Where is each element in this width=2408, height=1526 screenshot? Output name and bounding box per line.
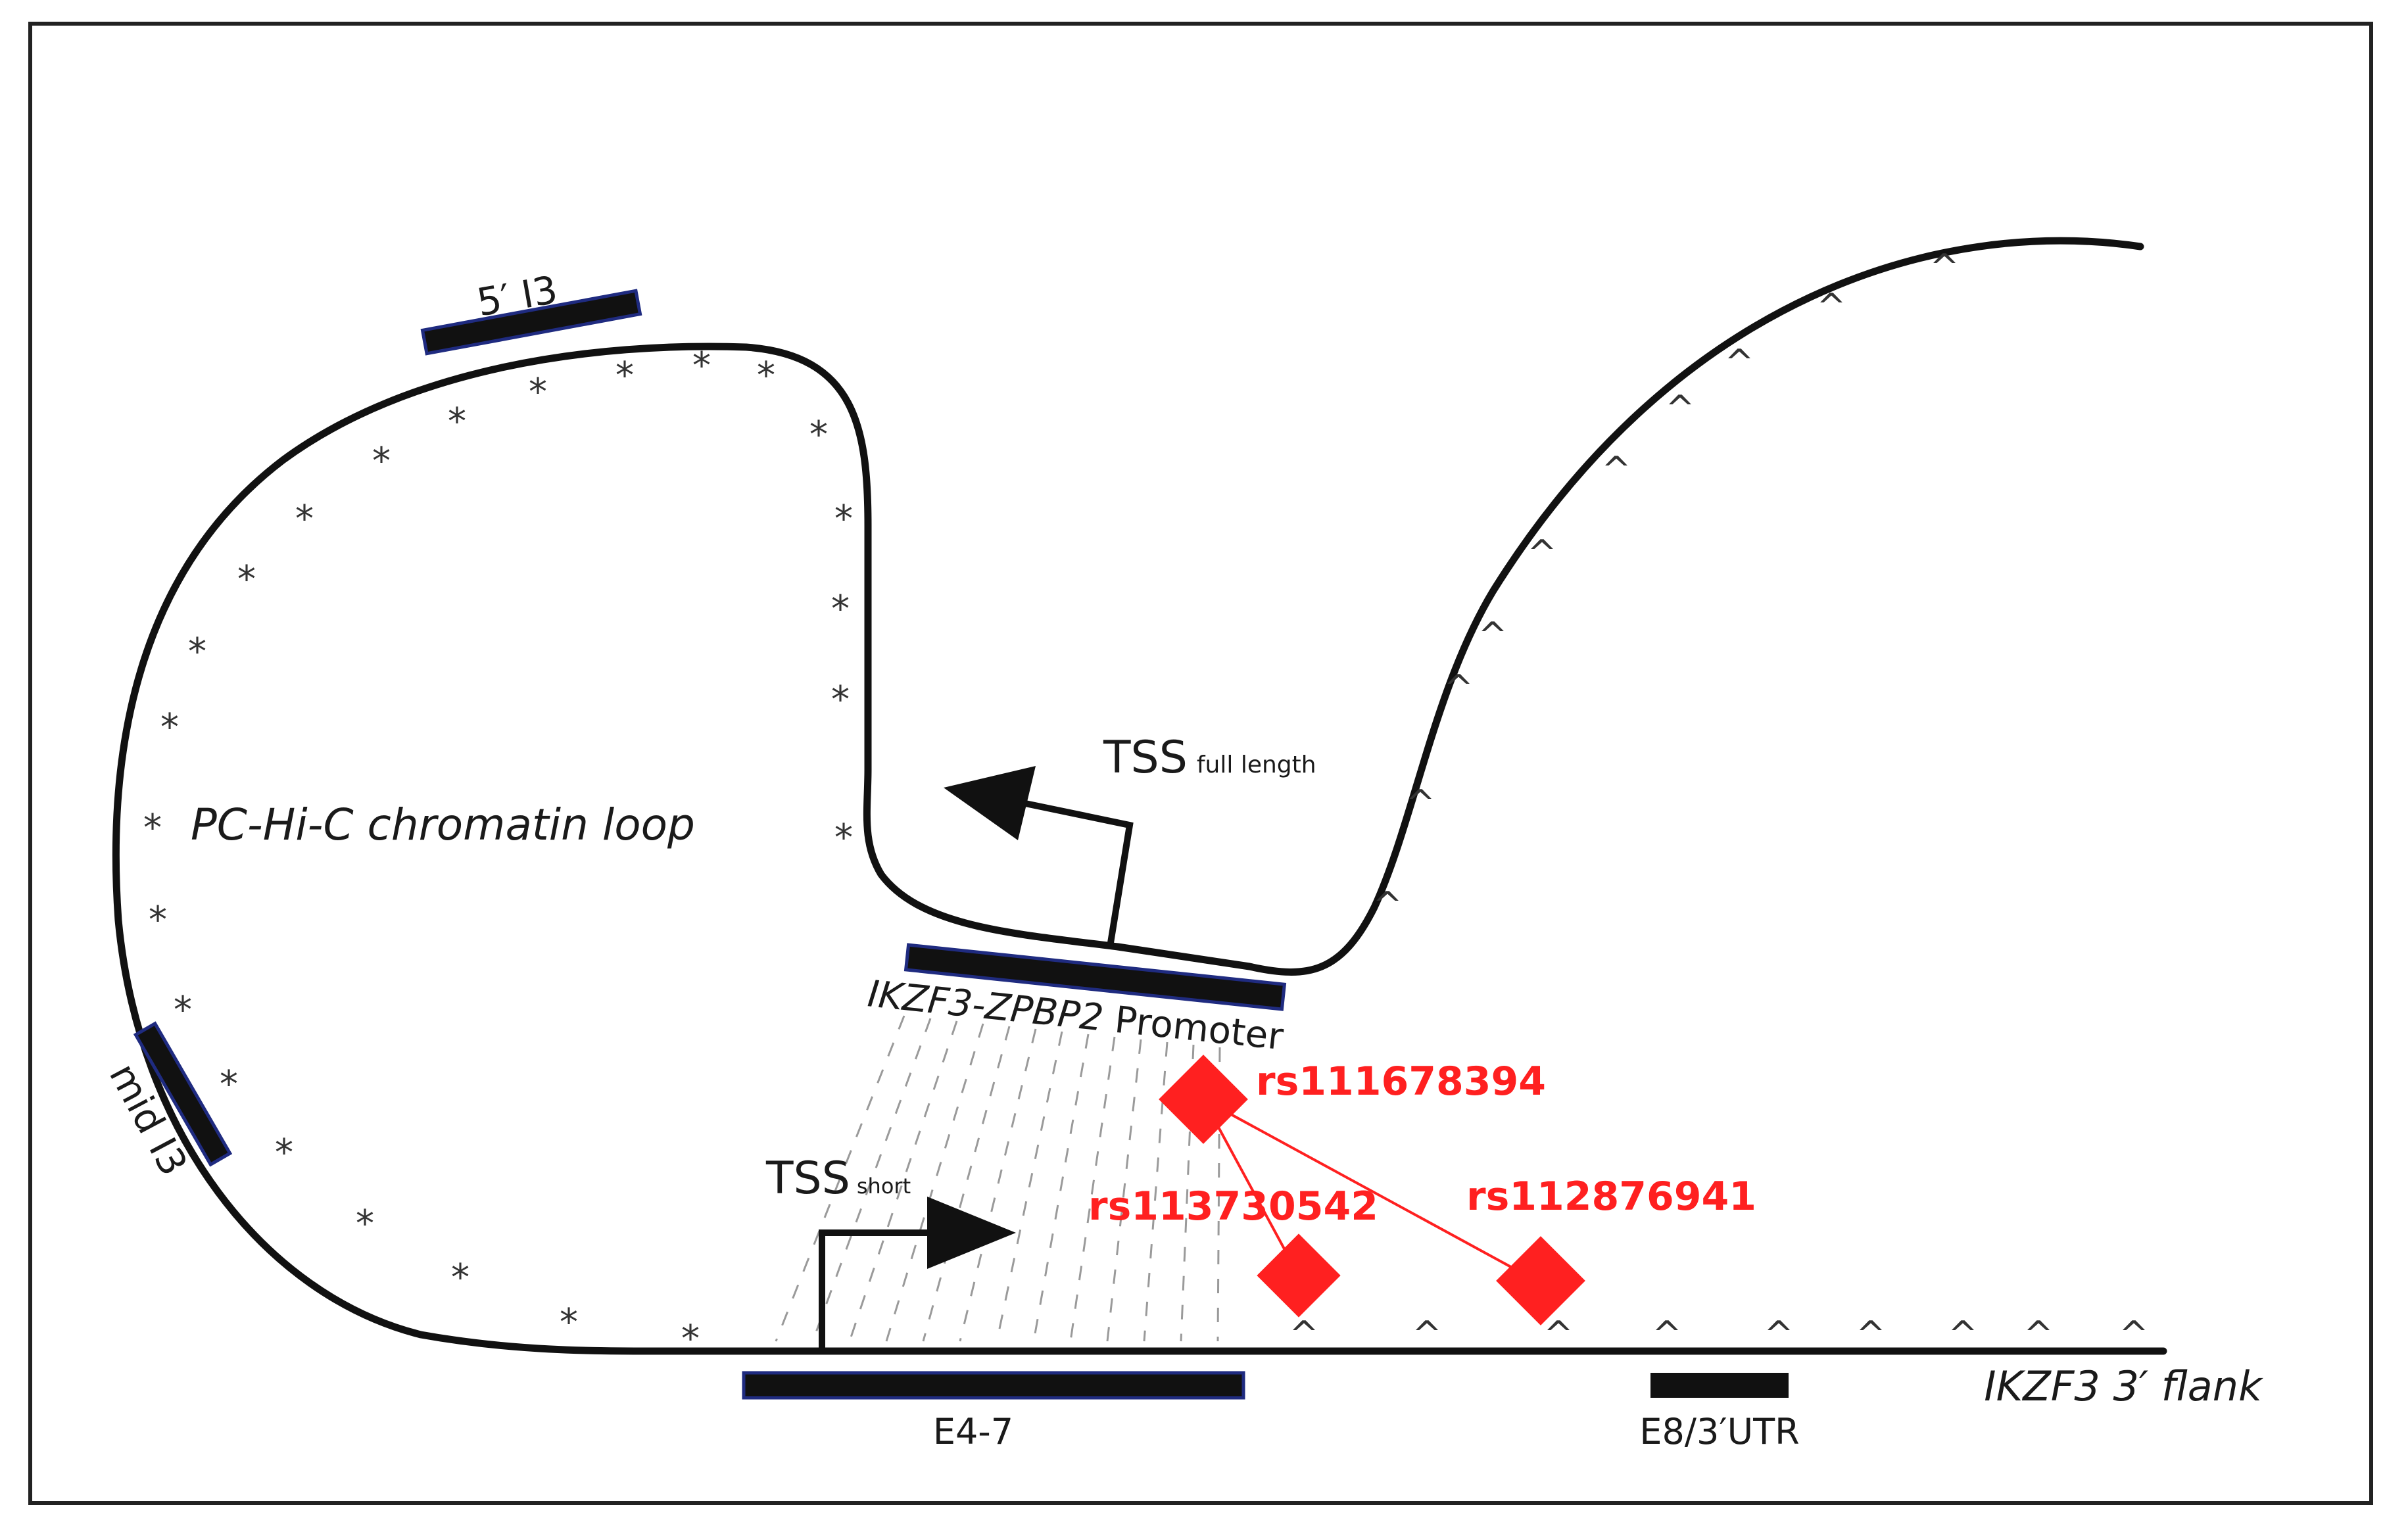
asterisk-marker: * [149,899,167,942]
asterisk-marker: * [834,817,853,859]
label-tss-full: TSS full length [1103,732,1316,784]
hatch-line [959,1028,1037,1342]
label-rs111678394: rs111678394 [1256,1059,1546,1105]
figure-frame [28,22,2373,1505]
caret-marker: ^ [1948,1314,1977,1355]
asterisk-marker: * [831,679,850,721]
hatch-line [775,1015,905,1342]
loop-markers: ************************ [143,345,853,1360]
asterisk-marker: * [220,1063,238,1106]
hatch-line [922,1026,1011,1342]
bar-promoter [903,943,1287,1011]
caret-marker: ^ [1665,388,1695,429]
asterisk-marker: * [174,989,192,1032]
caret-marker: ^ [1856,1314,1885,1355]
snp-marker-rs112876941 [1496,1236,1585,1325]
asterisk-marker: * [143,807,162,849]
caret-marker: ^ [1601,449,1631,490]
asterisk-marker: * [237,558,256,601]
asterisk-marker: * [188,631,206,673]
label-loop: PC-Hi-C chromatin loop [191,799,695,850]
bar-e4-7 [742,1371,1245,1400]
asterisk-marker: * [448,400,466,443]
asterisk-marker: * [834,498,853,540]
hatch-line [1216,1047,1221,1342]
label-tss-short: TSS short [765,1153,911,1204]
asterisk-marker: * [831,588,850,631]
asterisk-marker: * [809,414,828,456]
hatch-line [996,1031,1063,1342]
asterisk-marker: * [681,1318,700,1360]
tss-full-arrow [944,766,1134,947]
tss-short-sub: short [857,1174,911,1199]
asterisk-marker: * [356,1203,374,1245]
label-e8-utr: E8/3′UTR [1639,1411,1799,1452]
asterisk-marker: * [295,498,314,540]
asterisk-marker: * [692,345,711,387]
label-flank: IKZF3 3′ flank [1984,1362,2263,1410]
caret-marker: ^ [1405,782,1435,824]
caret-marker: ^ [1929,247,1959,288]
hatch-line [1106,1039,1142,1342]
label-e4-7: E4-7 [933,1411,1013,1452]
tss-short-text: TSS [765,1153,850,1204]
bar-mid-i3 [133,1021,233,1167]
asterisk-marker: * [372,440,391,483]
snp-links [1202,1098,1539,1283]
caret-marker: ^ [2119,1314,2148,1355]
label-rs113730542: rs113730542 [1088,1183,1378,1229]
asterisk-marker: * [451,1256,470,1299]
caret-marker: ^ [1652,1314,1681,1355]
asterisk-marker: * [160,706,179,749]
bar-e8-utr [1650,1373,1789,1398]
caret-marker: ^ [1543,1314,1573,1355]
caret-marker: ^ [1289,1314,1318,1355]
caret-marker: ^ [1412,1314,1441,1355]
hatch-line [1180,1044,1195,1342]
caret-marker: ^ [1816,286,1846,327]
caret-marker: ^ [1527,533,1556,574]
flank-markers: ^^^^^^^^^^^^^^^^^^^ [1289,247,2148,1355]
interaction-hatching [775,1015,1221,1342]
hatch-line [1143,1041,1168,1342]
hatch-line [1069,1036,1116,1342]
caret-marker: ^ [1478,615,1507,656]
asterisk-marker: * [275,1132,293,1174]
asterisk-marker: * [757,354,775,397]
bar-5prime-i3 [420,289,642,356]
tss-full-text: TSS [1103,732,1188,784]
snp-marker-rs113730542 [1257,1233,1341,1318]
asterisk-marker: * [560,1301,578,1344]
tss-full-sub: full length [1197,751,1316,778]
caret-marker: ^ [2023,1314,2053,1355]
caret-marker: ^ [1443,667,1473,709]
hatch-line [1032,1034,1090,1342]
snp-marker-rs111678394 [1159,1055,1248,1144]
label-rs112876941: rs112876941 [1466,1174,1756,1220]
asterisk-marker: * [529,371,547,414]
asterisk-marker: * [615,354,634,397]
caret-marker: ^ [1372,884,1402,926]
tss-short-arrow [819,1197,1016,1351]
caret-marker: ^ [1764,1314,1793,1355]
caret-marker: ^ [1724,342,1754,383]
chromatin-fiber [112,237,2167,1355]
